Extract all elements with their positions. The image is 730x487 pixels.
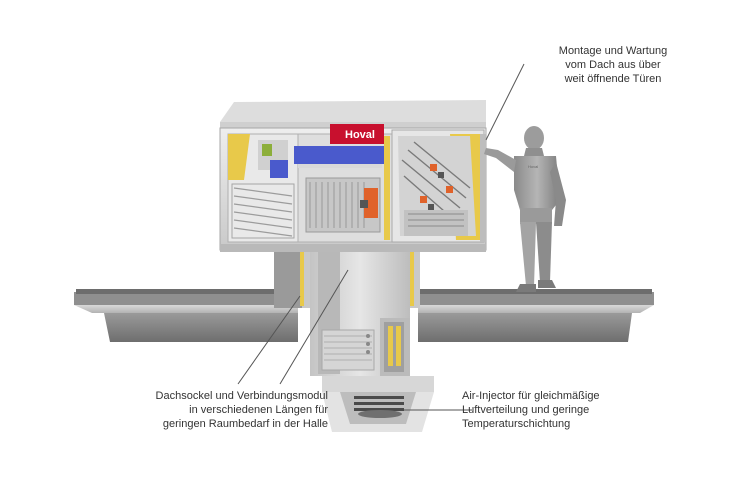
roof-slab-right xyxy=(418,289,654,342)
insulation-strip xyxy=(300,250,304,306)
callout-maintenance: Montage und Wartung vom Dach aus über we… xyxy=(558,45,668,85)
brand-logo: Hoval xyxy=(330,124,384,144)
heat-exchanger-compartment xyxy=(270,133,393,243)
air-injector xyxy=(322,376,434,432)
leader-left-2 xyxy=(279,269,349,385)
fan-motor-blue xyxy=(294,146,390,164)
main-unit: Hoval xyxy=(219,100,487,252)
svg-text:Hoval: Hoval xyxy=(528,164,538,169)
callout-leaders xyxy=(237,63,525,411)
callout-air-injector: Air-Injector für gleichmäßige Luftvertei… xyxy=(462,390,600,430)
roof-slab-left xyxy=(74,289,298,342)
connection-module xyxy=(310,246,410,378)
filter-compartment xyxy=(227,133,299,243)
control-compartment xyxy=(391,129,486,243)
leader-top xyxy=(485,63,525,141)
service-technician: Hoval xyxy=(484,126,566,292)
svg-text:Hoval: Hoval xyxy=(345,129,375,141)
leader-left xyxy=(237,295,301,385)
callout-roof-base: Dachsockel und Verbindungsmodul in versc… xyxy=(155,390,328,430)
